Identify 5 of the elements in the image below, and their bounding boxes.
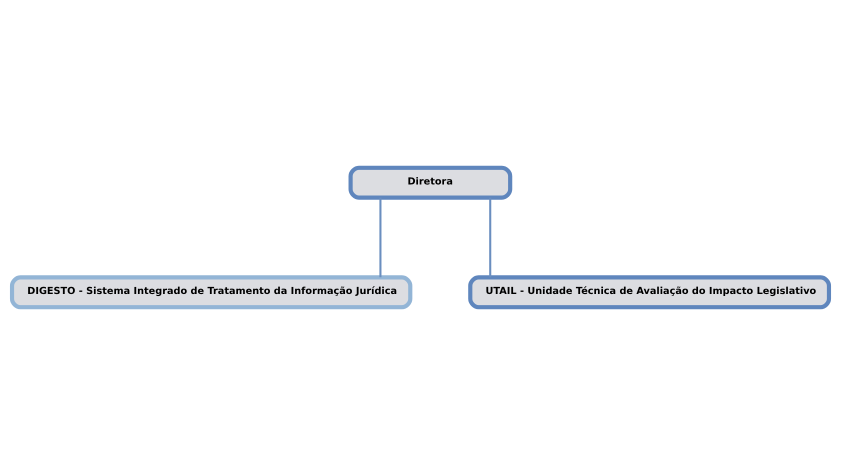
- node-box: Diretora: [348, 166, 512, 200]
- connector: [379, 198, 382, 278]
- connector: [489, 198, 492, 278]
- node-box: DIGESTO - Sistema Integrado de Tratamento da Informação Jurídica: [10, 275, 412, 310]
- node-box: UTAIL - Unidade Técnica de Avaliação do Impacto Legislativo: [468, 275, 832, 310]
